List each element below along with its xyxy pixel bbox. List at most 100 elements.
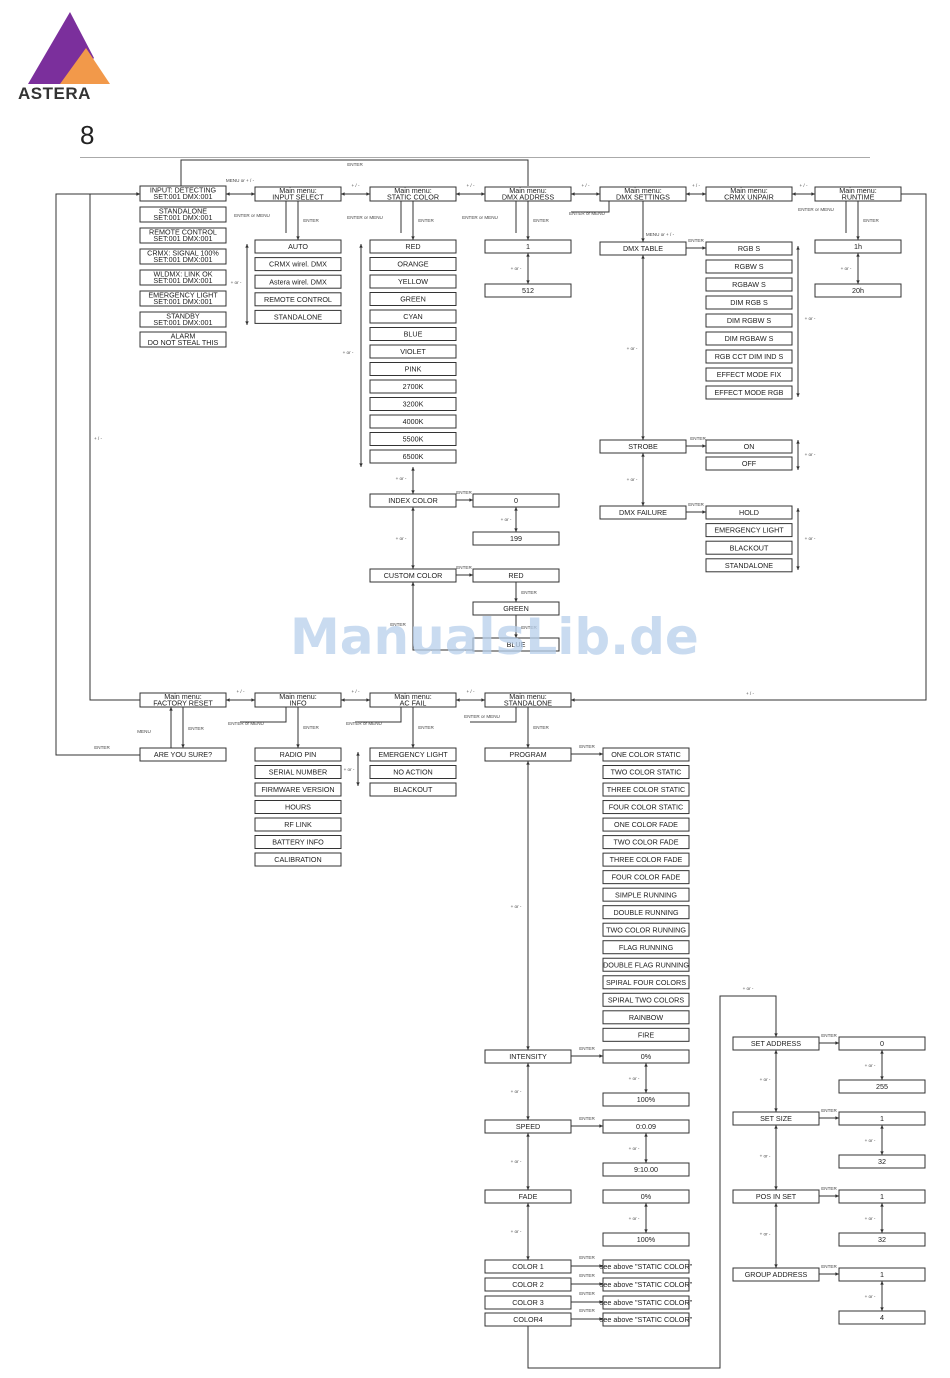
- label-failure-scroll-pm: + or -: [805, 536, 816, 541]
- conn-top-3-back-head: [686, 192, 690, 196]
- static-color-violet-label: VIOLET: [400, 347, 426, 356]
- program-spiral-two-colors-label: SPIRAL TWO COLORS: [608, 995, 684, 1004]
- program-spiral-two-colors: [602, 992, 690, 1007]
- loop-color4-group: [527, 995, 777, 1369]
- conn-index-enter-head: [469, 498, 473, 502]
- static-color-red-label: RED: [405, 242, 420, 251]
- group-setting-pos-in-set-label: POS IN SET: [756, 1192, 797, 1201]
- dmx-table-rgb-s-label: RGB S: [738, 244, 761, 253]
- index-color-max-label: 199: [510, 534, 522, 543]
- label-group-enter-1: ENTER: [821, 1108, 837, 1113]
- dmx-table-rgbaw-s-label: RGBAW S: [732, 280, 766, 289]
- label-acfail-em: ENTER or MENU: [346, 721, 382, 726]
- label-green-blue: ENTER: [521, 625, 537, 630]
- fade-label: FADE: [519, 1192, 538, 1201]
- conn-bottom-0-back-head: [226, 698, 230, 702]
- label-loop-right: + / -: [746, 691, 755, 696]
- speed-min-label: 0:0.09: [636, 1122, 656, 1131]
- conn-group-range-3-back-head: [880, 1281, 884, 1285]
- dmx-address-max-label: 512: [522, 286, 534, 295]
- label-group-range-pm-2: + or -: [865, 1216, 876, 1221]
- info-calibration: [254, 852, 342, 867]
- label-table-strobe-pm: + or -: [627, 346, 638, 351]
- conn-color-3-head: [599, 1300, 603, 1304]
- group-setting-set-address-max-label: 255: [876, 1082, 888, 1091]
- label-custom-pm: + or -: [396, 536, 407, 541]
- conn-group-next-1-back-head: [774, 1125, 778, 1129]
- main-menu-input-select-label-2: INPUT SELECT: [272, 193, 324, 202]
- static-color-violet: [369, 344, 457, 359]
- program-double-running: [602, 905, 690, 920]
- brand-name: ASTERA: [18, 84, 91, 103]
- label-loop-left: + / -: [94, 436, 103, 441]
- ac-fail-no-action: [369, 765, 457, 779]
- main-menu-standalone-label-1: Main menu:: [509, 692, 547, 701]
- conn-reset-enter-head: [181, 744, 185, 748]
- program-three-color-static: [602, 782, 690, 797]
- info-rf-link: [254, 817, 342, 832]
- program-one-color-static-label: ONE COLOR STATIC: [611, 750, 681, 759]
- conn-custom-enter-head: [469, 573, 473, 577]
- conn-group-range-2-back-head: [880, 1203, 884, 1207]
- conn-top-4-back-head: [792, 192, 796, 196]
- static-color-6500k: [369, 449, 457, 464]
- conn-group-range-1-back-head: [880, 1125, 884, 1129]
- conn-dmxaddr-range-back-head: [526, 253, 530, 257]
- info-radio-pin-label: RADIO PIN: [280, 750, 317, 759]
- conn-speed-enter-head: [599, 1124, 603, 1128]
- main-menu-dmx-address-label-1: Main menu:: [509, 186, 547, 195]
- runtime-min-label: 1h: [854, 242, 862, 251]
- conn-failure-enter-head: [702, 510, 706, 514]
- group-setting-group-address-min-label: 1: [880, 1270, 884, 1279]
- label-reset-return: ENTER: [94, 745, 110, 750]
- static-color-4000k-label: 4000K: [403, 417, 424, 426]
- main-menu-ac-fail-label-1: Main menu:: [394, 692, 432, 701]
- label-menu-pm-1: MENU or + / -: [226, 178, 255, 183]
- label-dmxaddr-pm: + or -: [511, 266, 522, 271]
- label-index-pm: + or -: [396, 476, 407, 481]
- label-fade-pm: + or -: [511, 1159, 522, 1164]
- conn-dmxtable-scroll-back-head: [796, 246, 800, 250]
- conn-group-enter-0-head: [835, 1041, 839, 1045]
- program-double-flag-running-label: DOUBLE FLAG RUNNING: [603, 960, 689, 969]
- static-color-yellow-label: YELLOW: [398, 277, 428, 286]
- label-blue-return: ENTER: [390, 622, 406, 627]
- input-status-remote-control-label-2: SET:001 DMX:001: [153, 234, 212, 243]
- conn-stand-up: [470, 707, 517, 723]
- program-two-color-running: [602, 922, 690, 937]
- input-status-alarm: [139, 331, 227, 348]
- static-color-green-label: GREEN: [400, 295, 426, 304]
- main-menu-dmx-settings-label-1: Main menu:: [624, 186, 662, 195]
- label-static-pm: + or -: [343, 350, 354, 355]
- label-inputsel-enter: ENTER: [303, 218, 319, 223]
- conn-intensity-range-back-head: [644, 1063, 648, 1067]
- are-you-sure-label: ARE YOU SURE?: [154, 750, 212, 759]
- info-calibration-label: CALIBRATION: [274, 855, 321, 864]
- conn-static-index-back-head: [411, 467, 415, 471]
- main-menu-factory-reset-label-1: Main menu:: [164, 692, 202, 701]
- dmx-table-dim-rgbaw-s: [705, 331, 793, 346]
- watermark: ManualsLib.de: [290, 608, 699, 666]
- label-dmxtable-pm: + or -: [805, 316, 816, 321]
- dmx-table-dim-rgb-s: [705, 295, 793, 310]
- program-four-color-static-label: FOUR COLOR STATIC: [609, 803, 683, 812]
- label-group-enter-3: ENTER: [821, 1264, 837, 1269]
- program-double-flag-running: [602, 957, 690, 972]
- see-above-static-color-3-label: see above "STATIC COLOR": [600, 1298, 693, 1307]
- label-group-range-pm-0: + or -: [865, 1063, 876, 1068]
- static-color-2700k-label: 2700K: [403, 382, 424, 391]
- label-pm-top-0: + / -: [351, 183, 360, 188]
- main-menu-crmx-unpair-label-1: Main menu:: [730, 186, 768, 195]
- label-custom-enter: ENTER: [456, 565, 472, 570]
- conn-acfail-up: [355, 707, 402, 723]
- label-dmxset-em: ENTER or MENU: [569, 211, 605, 216]
- label-failure-pm: + or -: [627, 477, 638, 482]
- program-two-color-static: [602, 765, 690, 780]
- main-menu-runtime-label-2: RUNTIME: [842, 193, 875, 202]
- label-group-enter-0: ENTER: [821, 1033, 837, 1038]
- conn-acfail-down-head: [411, 744, 415, 748]
- conn-color-4-head: [599, 1317, 603, 1321]
- conn-red-green-head: [514, 598, 518, 602]
- dmx-failure-blackout: [705, 540, 793, 555]
